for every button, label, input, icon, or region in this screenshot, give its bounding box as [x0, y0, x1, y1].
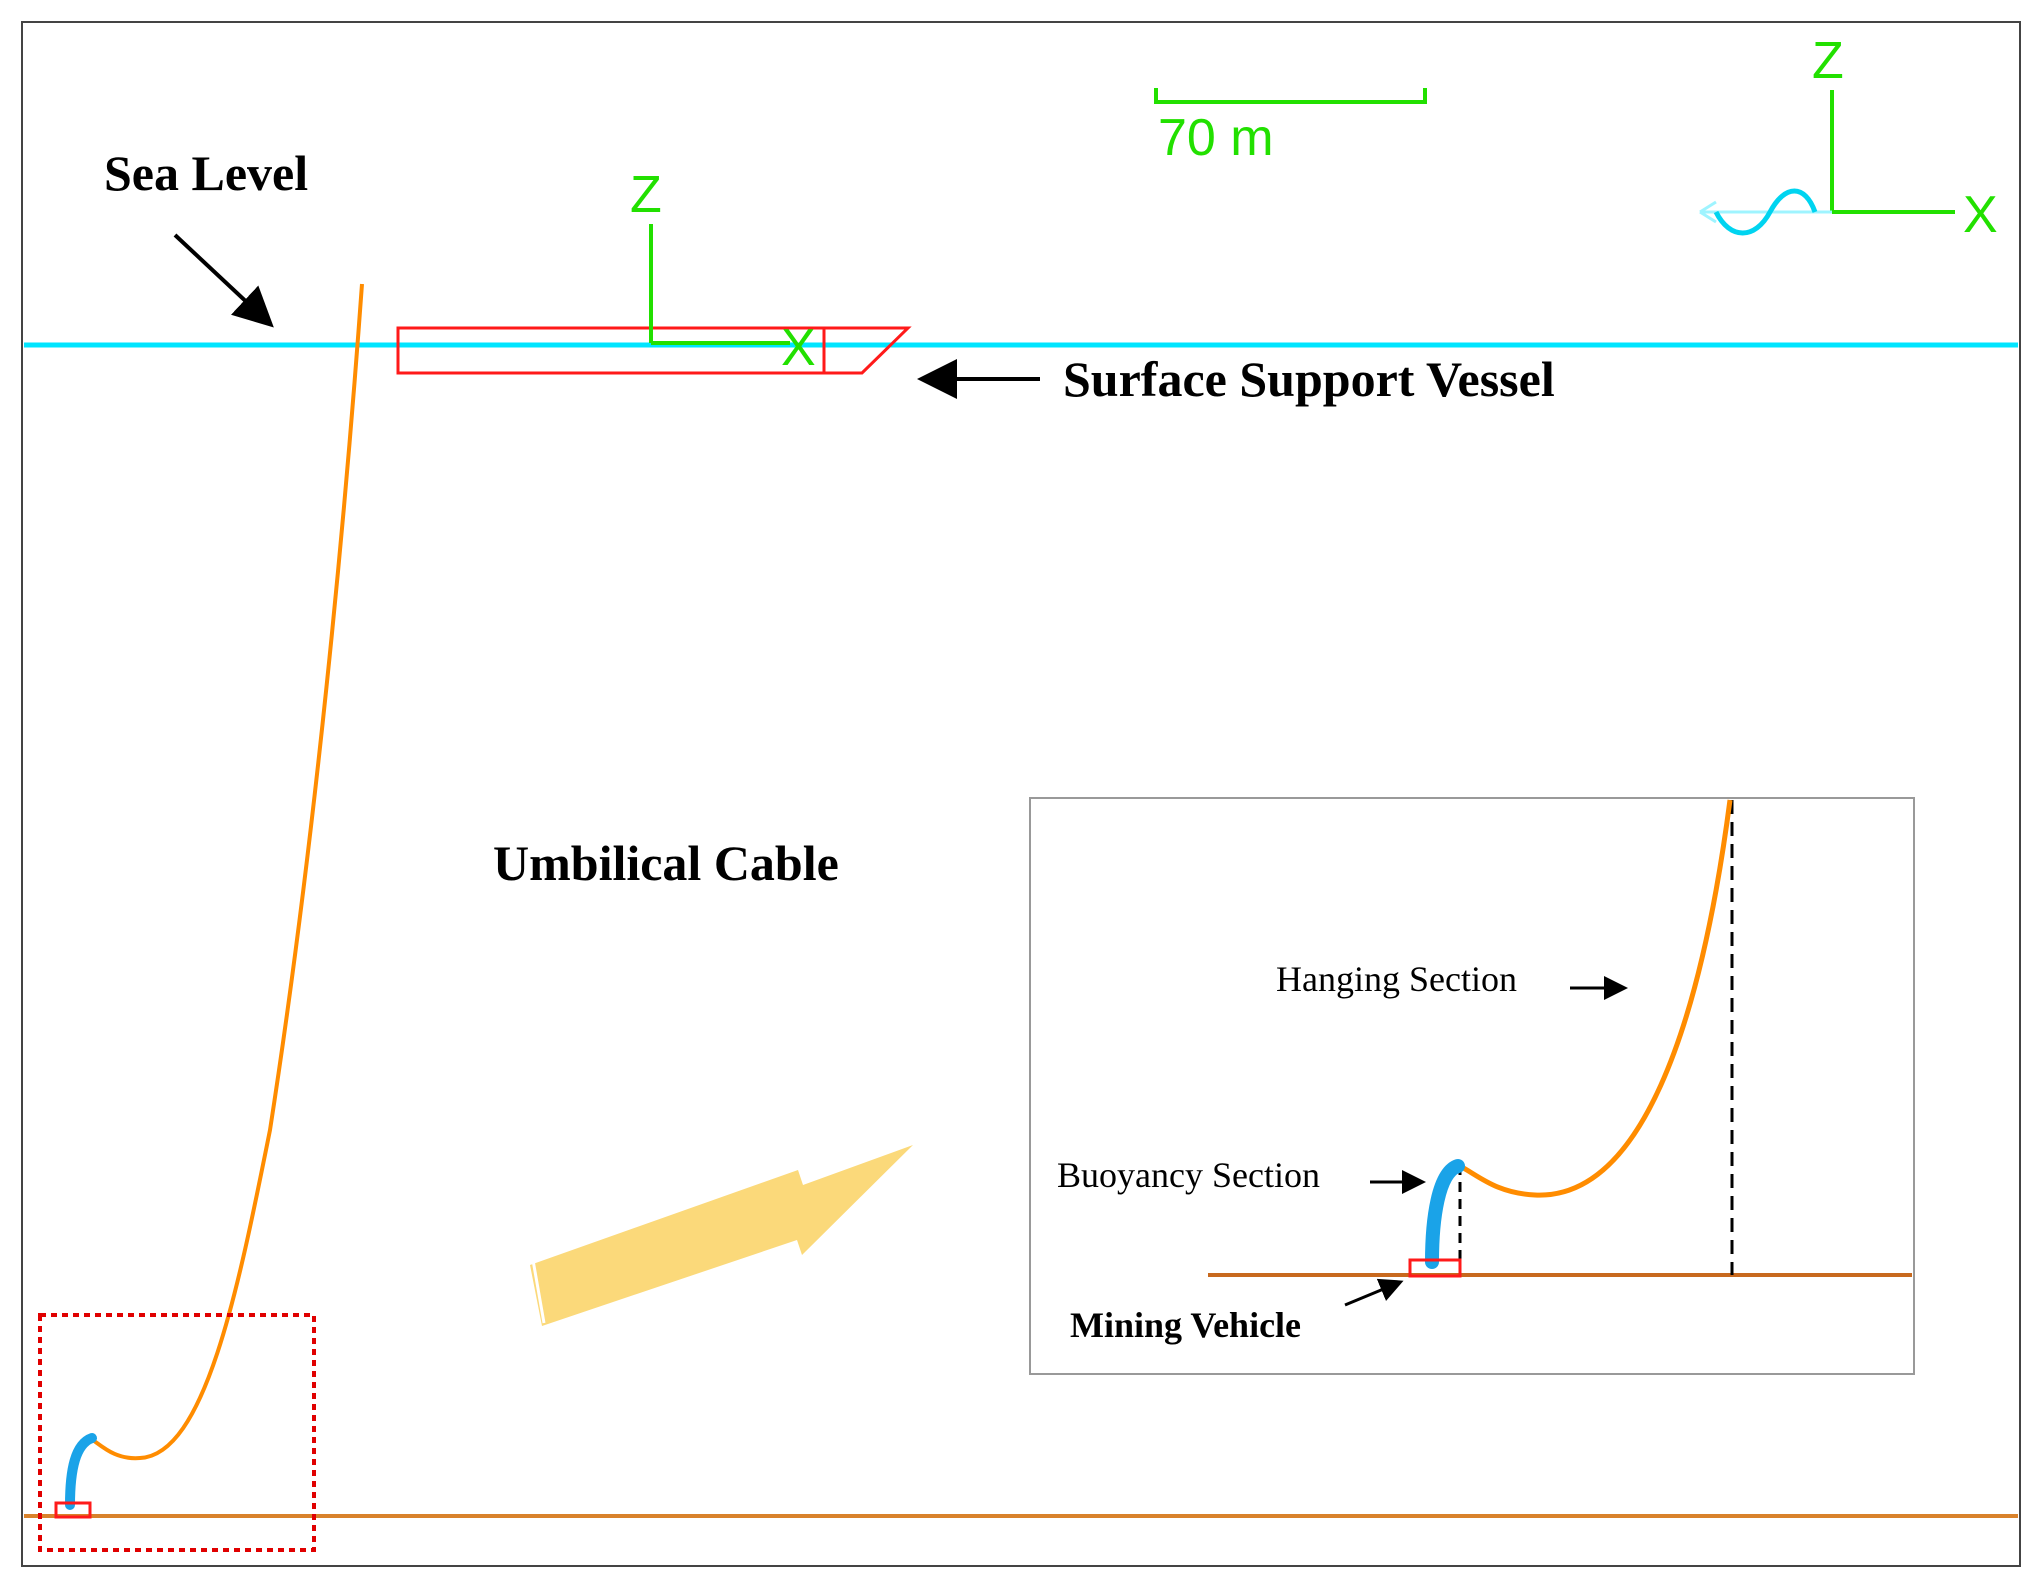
global-axis-x-label: X — [1963, 186, 1998, 244]
buoyancy-section-label: Buoyancy Section — [1057, 1155, 1320, 1195]
global-axes: Z X — [1699, 32, 1998, 244]
wave-arrow-icon — [1699, 188, 1832, 236]
figure-frame — [21, 21, 2021, 1567]
mining-vehicle-arrow — [1344, 1278, 1404, 1307]
surface-support-vessel-label: Surface Support Vessel — [1063, 351, 1555, 407]
main-mining-vehicle — [54, 1501, 92, 1519]
inset-cable-hanging — [1456, 799, 1733, 1198]
surface-support-vessel — [396, 326, 912, 375]
scale-bar-label: 70 m — [1158, 109, 1274, 167]
vessel-axes: Z X — [630, 166, 816, 377]
main-cable-buoyancy — [65, 1433, 97, 1510]
inset-mining-vehicle — [1408, 1258, 1462, 1278]
mining-vehicle-label: Mining Vehicle — [1070, 1305, 1301, 1345]
vessel-axis-x-label: X — [781, 319, 816, 377]
hanging-section-label: Hanging Section — [1276, 959, 1517, 999]
sea-level-arrow — [173, 233, 274, 328]
inset-cable-buoyancy — [1425, 1159, 1465, 1269]
umbilical-cable-label: Umbilical Cable — [493, 835, 839, 891]
sea-level-label: Sea Level — [104, 145, 308, 201]
vessel-axis-z-label: Z — [630, 166, 662, 224]
zoom-region-box — [38, 1313, 316, 1552]
scale-bar: 70 m — [1154, 88, 1427, 167]
main-cable-hanging — [88, 283, 364, 1461]
global-axis-z-label: Z — [1812, 32, 1844, 90]
zoom-arrow-icon — [524, 1145, 913, 1326]
inset-panel: Hanging Section Buoyancy Section Mining … — [1029, 797, 1915, 1375]
